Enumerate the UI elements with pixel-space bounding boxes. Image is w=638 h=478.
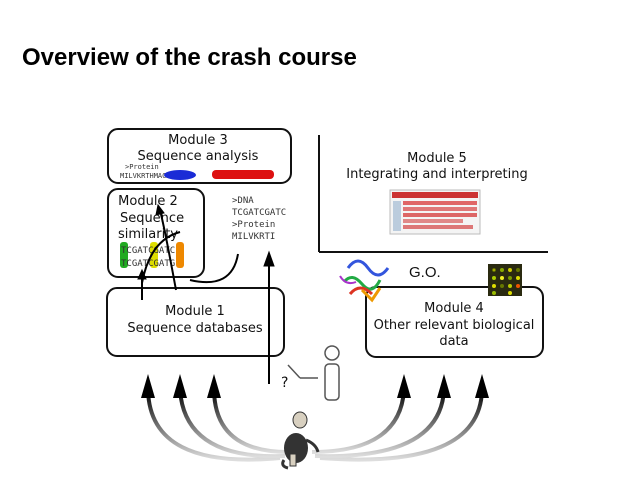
module2-subtitle-2: similarity [118,227,178,242]
bottom-arrowheads-right [397,374,489,398]
internal-arrows [137,203,275,384]
bottom-arrows-left [146,389,289,462]
page-title: Overview of the crash course [22,44,357,71]
bottom-arrowheads-left [141,374,221,398]
snippet-dna: TCGATCGATC [232,208,286,218]
go-label: G.O. [409,264,441,281]
module1-box [106,287,285,357]
module3-seq-text: MILVKRTHMACA [120,172,171,180]
module4-box [365,286,544,358]
module3-box [107,128,292,184]
module2-subtitle-1: Sequence [120,211,184,226]
question-mark: ? [281,375,288,391]
module3-subtitle: Sequence analysis [138,149,259,164]
monkey-icon [281,411,320,470]
module1-subtitle: Sequence databases [127,321,263,336]
module4-subtitle-1: Other relevant biological [374,318,535,333]
protein-structure-icon [339,259,390,303]
red-domain [212,170,274,179]
module1-title: Module 1 [165,304,225,319]
module2-title: Module 2 [118,194,178,209]
module5-subtitle: Integrating and interpreting [346,167,527,182]
bottom-arrows-right [311,389,484,462]
module5-frame [318,135,548,253]
module3-title: Module 3 [168,133,228,148]
protein-domain-bar: MILVKRTHMACA [120,170,274,180]
snippet-protein-header: >Protein [232,220,275,230]
snippet-dna-header: >DNA [232,196,254,206]
blue-domain [164,170,196,180]
screenshot-thumbnail [389,189,481,235]
alignment-row-1: TCGATCGATC [121,246,175,256]
module4-title: Module 4 [424,301,484,316]
snippet-protein: MILVKRTI [232,232,275,242]
module3-seq-header: >Protein [125,163,159,171]
person-icon [324,345,340,401]
microarray-icon [488,264,522,296]
module5-title: Module 5 [407,151,467,166]
module4-subtitle-2: data [439,334,468,349]
laptop-icon [287,364,318,379]
